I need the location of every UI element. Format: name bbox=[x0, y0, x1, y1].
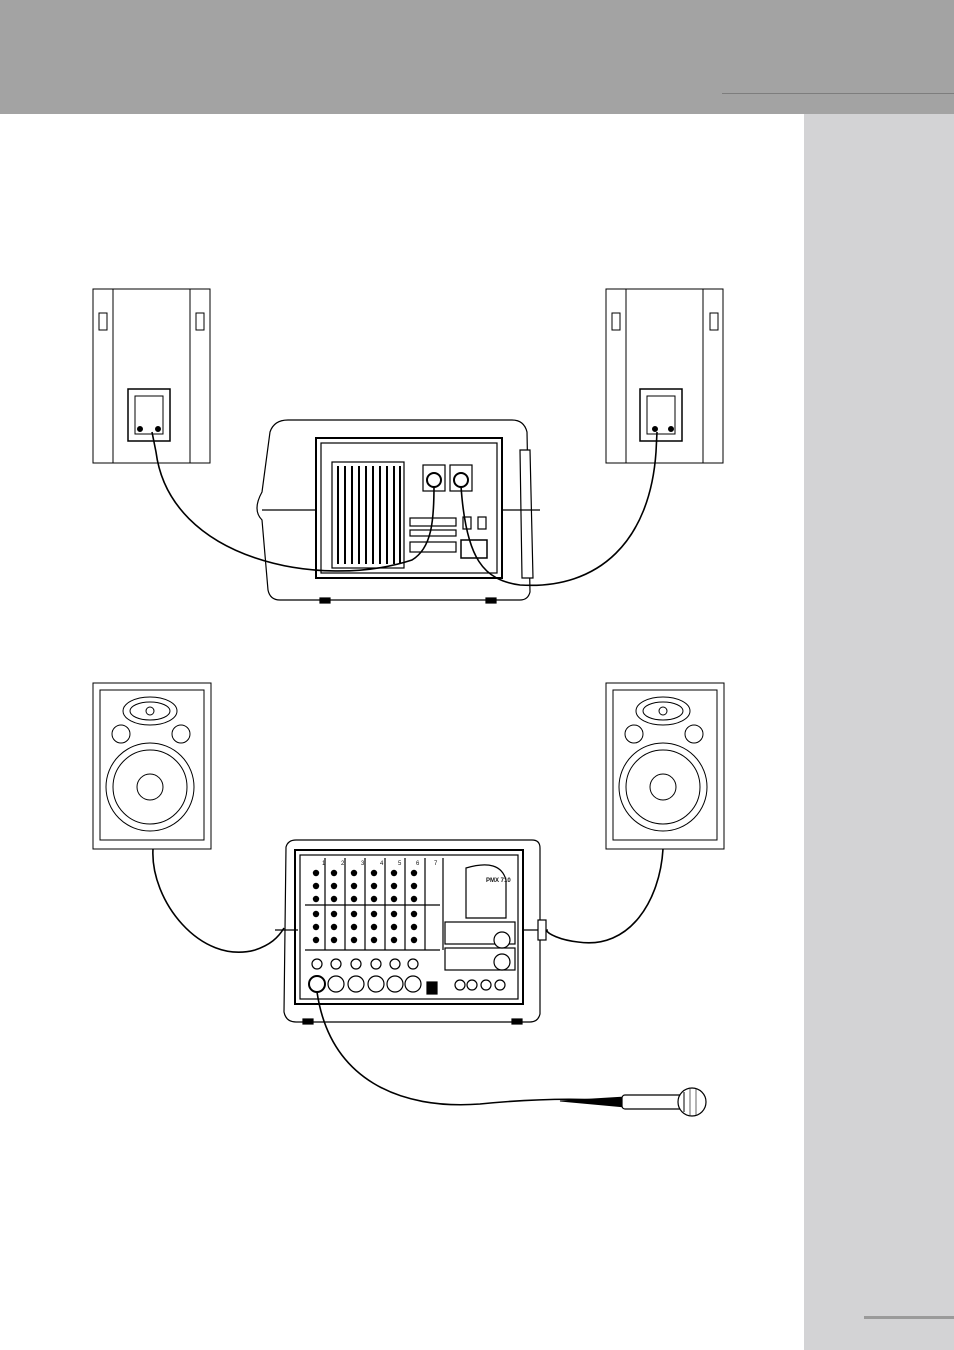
channel-knob bbox=[351, 937, 357, 943]
speaker-output-right bbox=[454, 473, 468, 487]
dynamic-microphone bbox=[560, 1088, 706, 1116]
speaker-output-left bbox=[427, 473, 441, 487]
channel-knob bbox=[351, 911, 357, 917]
channel-knob bbox=[331, 883, 337, 889]
channel-knob bbox=[371, 924, 377, 930]
channel-knob bbox=[331, 937, 337, 943]
front-left-speaker bbox=[93, 683, 211, 849]
channel-knob bbox=[351, 870, 357, 876]
rear-left-speaker bbox=[93, 289, 210, 463]
channel-knob bbox=[391, 896, 397, 902]
channel-knob bbox=[411, 883, 417, 889]
channel-knob bbox=[411, 896, 417, 902]
channel-knob bbox=[391, 883, 397, 889]
channel-knob bbox=[351, 896, 357, 902]
ac-power-inlet bbox=[461, 540, 487, 558]
channel-knob bbox=[371, 870, 377, 876]
channel-knob bbox=[331, 911, 337, 917]
channel-knob bbox=[411, 911, 417, 917]
channel-knob bbox=[313, 924, 319, 930]
mic-input-jack bbox=[309, 976, 325, 992]
powered-mixer-rear-panel bbox=[257, 420, 540, 603]
channel-knob bbox=[411, 937, 417, 943]
powered-mixer-front-panel bbox=[275, 840, 548, 1024]
channel-knob bbox=[371, 911, 377, 917]
channel-knob bbox=[331, 870, 337, 876]
channel-knob bbox=[391, 870, 397, 876]
channel-knob bbox=[371, 883, 377, 889]
channel-knob bbox=[331, 896, 337, 902]
rear-right-speaker bbox=[606, 289, 723, 463]
channel-knob bbox=[313, 911, 319, 917]
channel-knob bbox=[351, 883, 357, 889]
channel-knob bbox=[391, 937, 397, 943]
mixer-model-label: PMX 710 bbox=[486, 878, 511, 884]
channel-knob bbox=[313, 883, 319, 889]
channel-knob bbox=[351, 924, 357, 930]
front-right-speaker bbox=[606, 683, 724, 849]
channel-knob bbox=[391, 911, 397, 917]
channel-knob bbox=[411, 924, 417, 930]
channel-knob bbox=[371, 937, 377, 943]
channel-knob bbox=[313, 870, 319, 876]
channel-knob bbox=[391, 924, 397, 930]
channel-knob bbox=[331, 924, 337, 930]
channel-knob bbox=[313, 896, 319, 902]
channel-knob bbox=[313, 937, 319, 943]
channel-knob bbox=[411, 870, 417, 876]
channel-knob bbox=[371, 896, 377, 902]
